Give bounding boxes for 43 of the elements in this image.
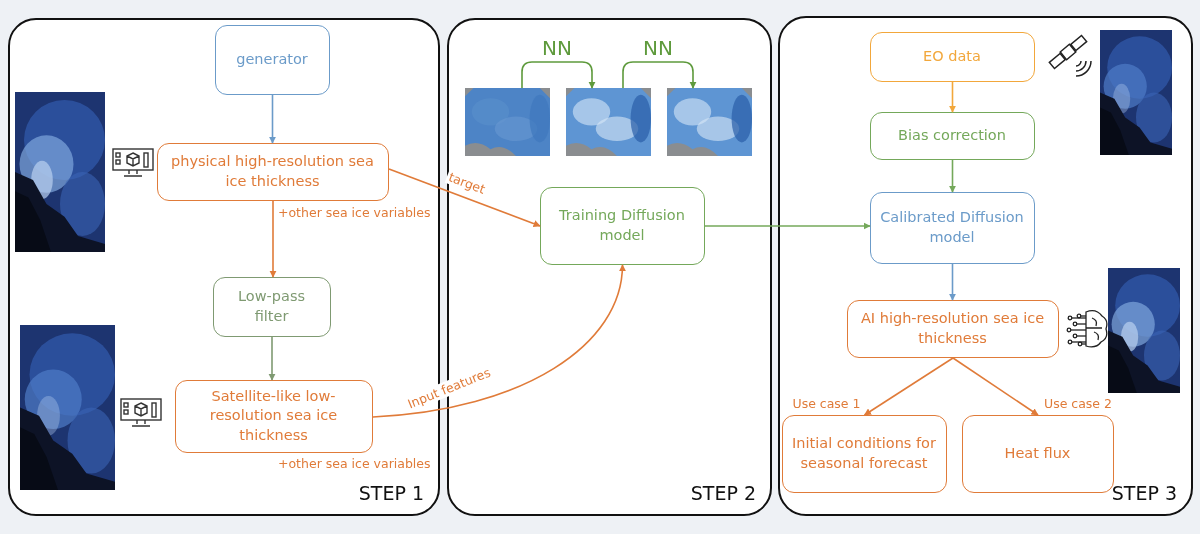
- process-box: [869, 111, 1035, 160]
- process-box: [214, 24, 330, 95]
- arrow: [622, 61, 697, 89]
- node-label: Heat flux: [1004, 443, 1071, 463]
- panel: [778, 16, 1193, 516]
- process-box: [156, 142, 389, 201]
- edge-label: NN: [541, 36, 573, 60]
- arrow: [948, 81, 957, 113]
- arrow: [948, 159, 957, 193]
- process-box: [174, 379, 373, 453]
- arrow: [268, 336, 276, 381]
- process-box: [539, 186, 705, 265]
- node-label: Training Diffusion model: [558, 205, 686, 245]
- arrow: [388, 168, 541, 228]
- node-label: generator: [236, 49, 308, 69]
- arrow: [863, 357, 954, 416]
- annotation: +other sea ice variables: [278, 205, 431, 220]
- process-box: [869, 31, 1035, 82]
- process-box: [781, 414, 947, 493]
- node-label: physical high-resolution sea ice thickness: [170, 151, 375, 191]
- process-box: [846, 299, 1059, 358]
- node-label: EO data: [923, 46, 981, 66]
- process-box: [961, 414, 1114, 493]
- node-label: Calibrated Diffusion model: [879, 207, 1025, 247]
- edge-label: NN: [642, 36, 674, 60]
- arrow: [269, 200, 277, 278]
- arrow: [268, 94, 277, 144]
- arrow: [704, 222, 871, 230]
- node-label: Low-pass filter: [237, 286, 306, 326]
- node-label: AI high-resolution sea ice thickness: [859, 308, 1046, 348]
- node-label: Initial conditions for seasonal forecast: [791, 433, 937, 473]
- step-label: STEP 1: [358, 482, 424, 504]
- step-label: STEP 2: [690, 482, 756, 504]
- arrow: [948, 263, 957, 301]
- process-box: [869, 191, 1035, 264]
- step-label: STEP 3: [1111, 482, 1177, 504]
- arrow: [521, 61, 596, 89]
- process-box: [212, 276, 331, 337]
- node-label: Satellite-like low-resolution sea ice thickness: [208, 386, 339, 445]
- node-label: Bias correction: [898, 125, 1006, 145]
- arrow: [952, 357, 1039, 416]
- annotation: +other sea ice variables: [278, 456, 431, 471]
- arrow: [372, 264, 626, 418]
